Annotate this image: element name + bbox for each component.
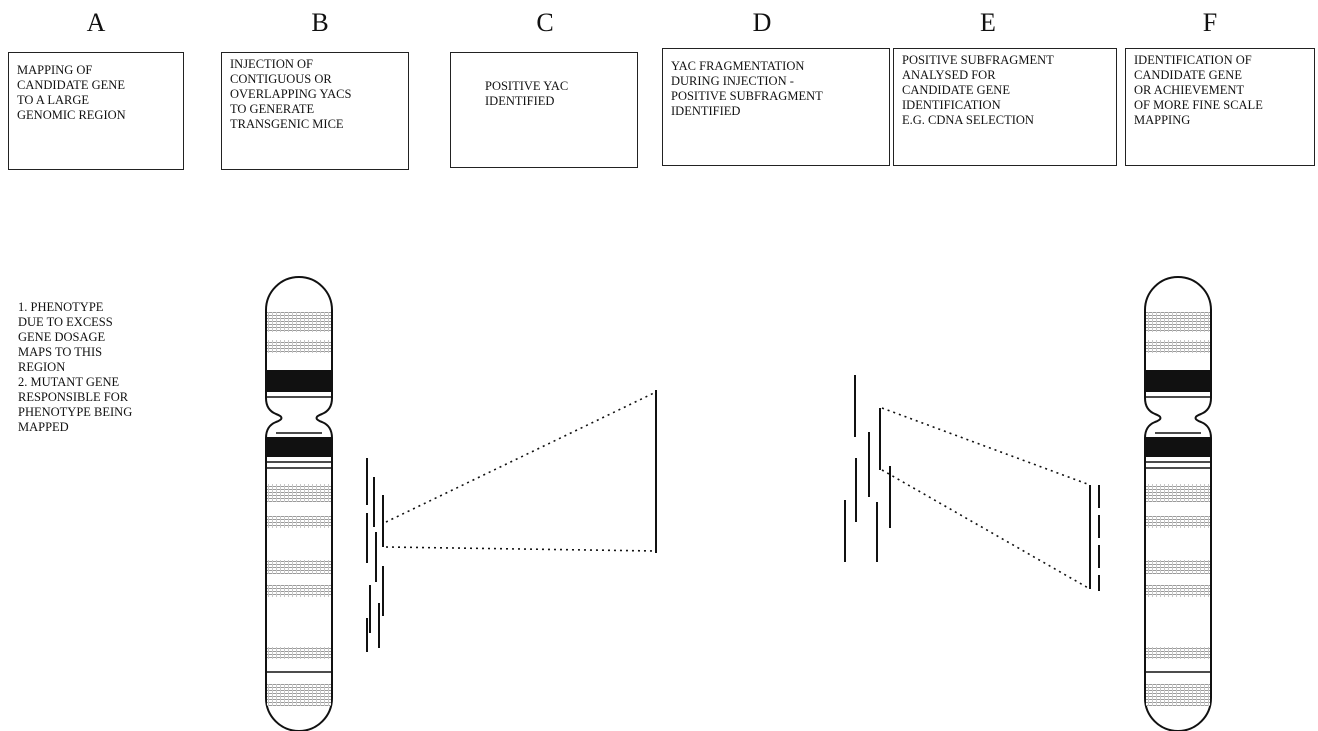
positive-yac-expansion	[386, 390, 656, 553]
yac-subfragments	[845, 375, 890, 562]
chromosome-left	[266, 277, 332, 731]
subfragment-expansion	[882, 408, 1099, 591]
yac-contig	[367, 458, 383, 652]
chromosome-right	[1145, 277, 1211, 731]
